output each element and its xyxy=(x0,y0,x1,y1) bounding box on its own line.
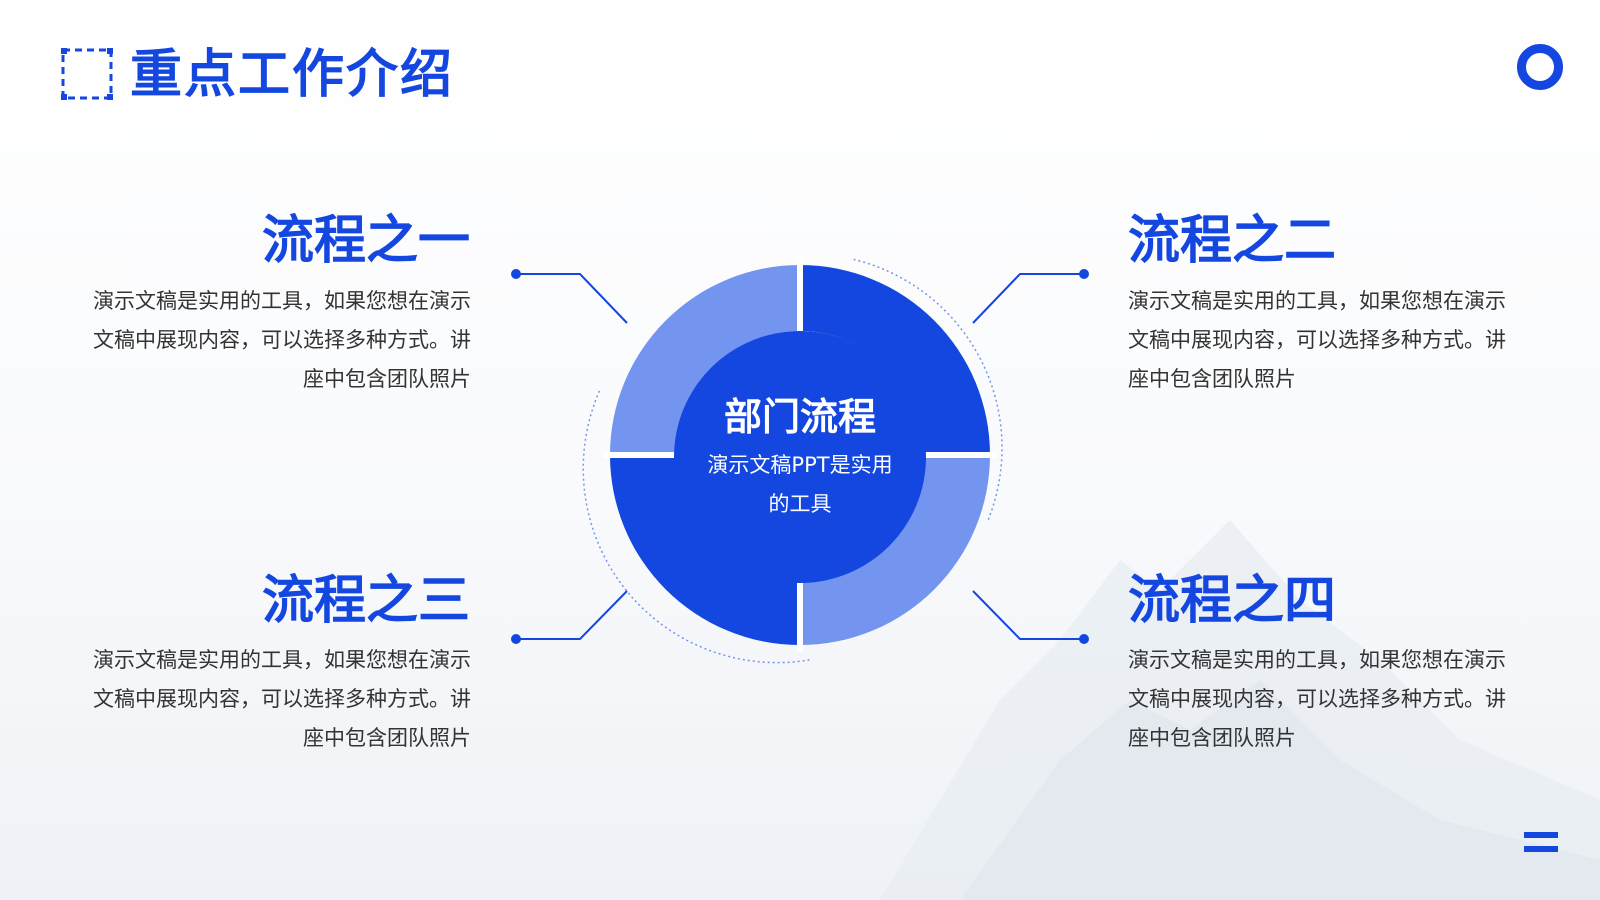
segment-bottom-right xyxy=(800,455,990,645)
menu-icon xyxy=(1524,832,1558,854)
step-4-title: 流程之四 xyxy=(1128,571,1337,631)
dotted-arc-top-right xyxy=(853,258,1003,521)
step-3-title: 流程之三 xyxy=(261,571,470,631)
page-title: 重点工作介绍 xyxy=(130,45,455,105)
connector-2 xyxy=(972,269,1089,324)
step-1-desc: 演示文稿是实用的工具，如果您想在演示文稿中展现内容，可以选择多种方式。讲座中包含… xyxy=(93,289,471,391)
step-3-desc: 演示文稿是实用的工具，如果您想在演示文稿中展现内容，可以选择多种方式。讲座中包含… xyxy=(93,648,471,750)
segment-bottom-left xyxy=(610,455,800,645)
segment-top-right xyxy=(800,265,990,455)
step-2-title: 流程之二 xyxy=(1128,211,1337,271)
ring-icon xyxy=(1517,44,1563,90)
connector-4 xyxy=(972,590,1089,644)
center-subtitle: 演示文稿PPT是实用的工具 xyxy=(707,453,893,516)
step-2-desc: 演示文稿是实用的工具，如果您想在演示文稿中展现内容，可以选择多种方式。讲座中包含… xyxy=(1128,289,1506,391)
dashed-square-icon xyxy=(61,48,113,100)
connector-3 xyxy=(511,590,628,644)
center-title: 部门流程 xyxy=(723,395,876,439)
segment-top-left xyxy=(610,265,800,455)
step-4-desc: 演示文稿是实用的工具，如果您想在演示文稿中展现内容，可以选择多种方式。讲座中包含… xyxy=(1128,648,1506,750)
step-1-title: 流程之一 xyxy=(261,211,470,271)
connector-1 xyxy=(511,269,628,324)
